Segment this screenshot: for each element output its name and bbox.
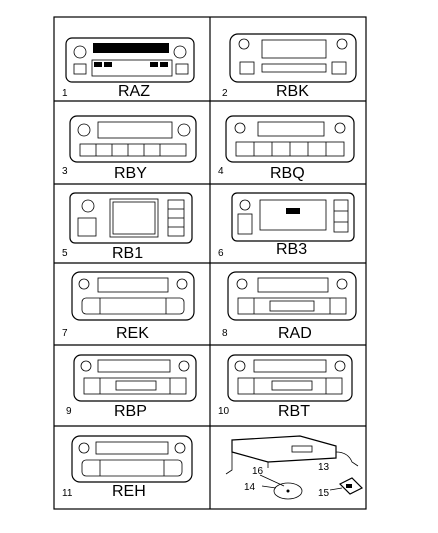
radio-code-rbp: RBP xyxy=(114,403,147,420)
satellite-module xyxy=(225,435,359,475)
compact-disc xyxy=(273,482,303,500)
radio-code-rb3: RB3 xyxy=(276,241,307,258)
radio-rbk xyxy=(229,33,357,83)
part-number-15: 15 xyxy=(318,488,330,499)
item-number-9: 9 xyxy=(66,406,72,417)
wiring-connector xyxy=(338,477,364,495)
item-number-2: 2 xyxy=(222,88,228,99)
part-number-16: 16 xyxy=(252,466,264,477)
radio-code-rbt: RBT xyxy=(278,403,310,420)
radio-code-rad: RAD xyxy=(278,325,312,342)
radio-rek xyxy=(71,271,195,321)
radio-reh xyxy=(71,435,193,483)
item-number-8: 8 xyxy=(222,328,228,339)
radio-code-raz: RAZ xyxy=(118,83,150,100)
radio-code-rbk: RBK xyxy=(276,83,309,100)
part-number-13: 13 xyxy=(318,462,330,473)
radio-rad xyxy=(227,271,357,321)
radio-rby xyxy=(69,115,197,163)
radio-code-reh: REH xyxy=(112,483,146,500)
part-number-14: 14 xyxy=(244,482,256,493)
item-number-6: 6 xyxy=(218,248,224,259)
radio-rbq xyxy=(225,115,355,163)
radio-code-rb1: RB1 xyxy=(112,245,143,262)
item-number-1: 1 xyxy=(62,88,68,99)
radio-raz xyxy=(65,37,195,83)
radio-rb3 xyxy=(231,192,355,242)
leader-line-16 xyxy=(259,474,285,487)
item-number-7: 7 xyxy=(62,328,68,339)
leader-line-15 xyxy=(329,487,343,491)
radio-code-rbq: RBQ xyxy=(270,165,305,182)
radio-rb1 xyxy=(69,192,193,244)
radio-rbt xyxy=(227,354,353,402)
item-number-10: 10 xyxy=(218,406,230,417)
radio-code-rek: REK xyxy=(116,325,149,342)
item-number-3: 3 xyxy=(62,166,68,177)
item-number-11: 11 xyxy=(62,488,73,499)
item-number-4: 4 xyxy=(218,166,224,177)
radio-code-rby: RBY xyxy=(114,165,147,182)
item-number-5: 5 xyxy=(62,248,68,259)
grid-frame xyxy=(53,16,367,510)
leader-line-14 xyxy=(261,485,277,489)
radio-rbp xyxy=(73,354,197,402)
